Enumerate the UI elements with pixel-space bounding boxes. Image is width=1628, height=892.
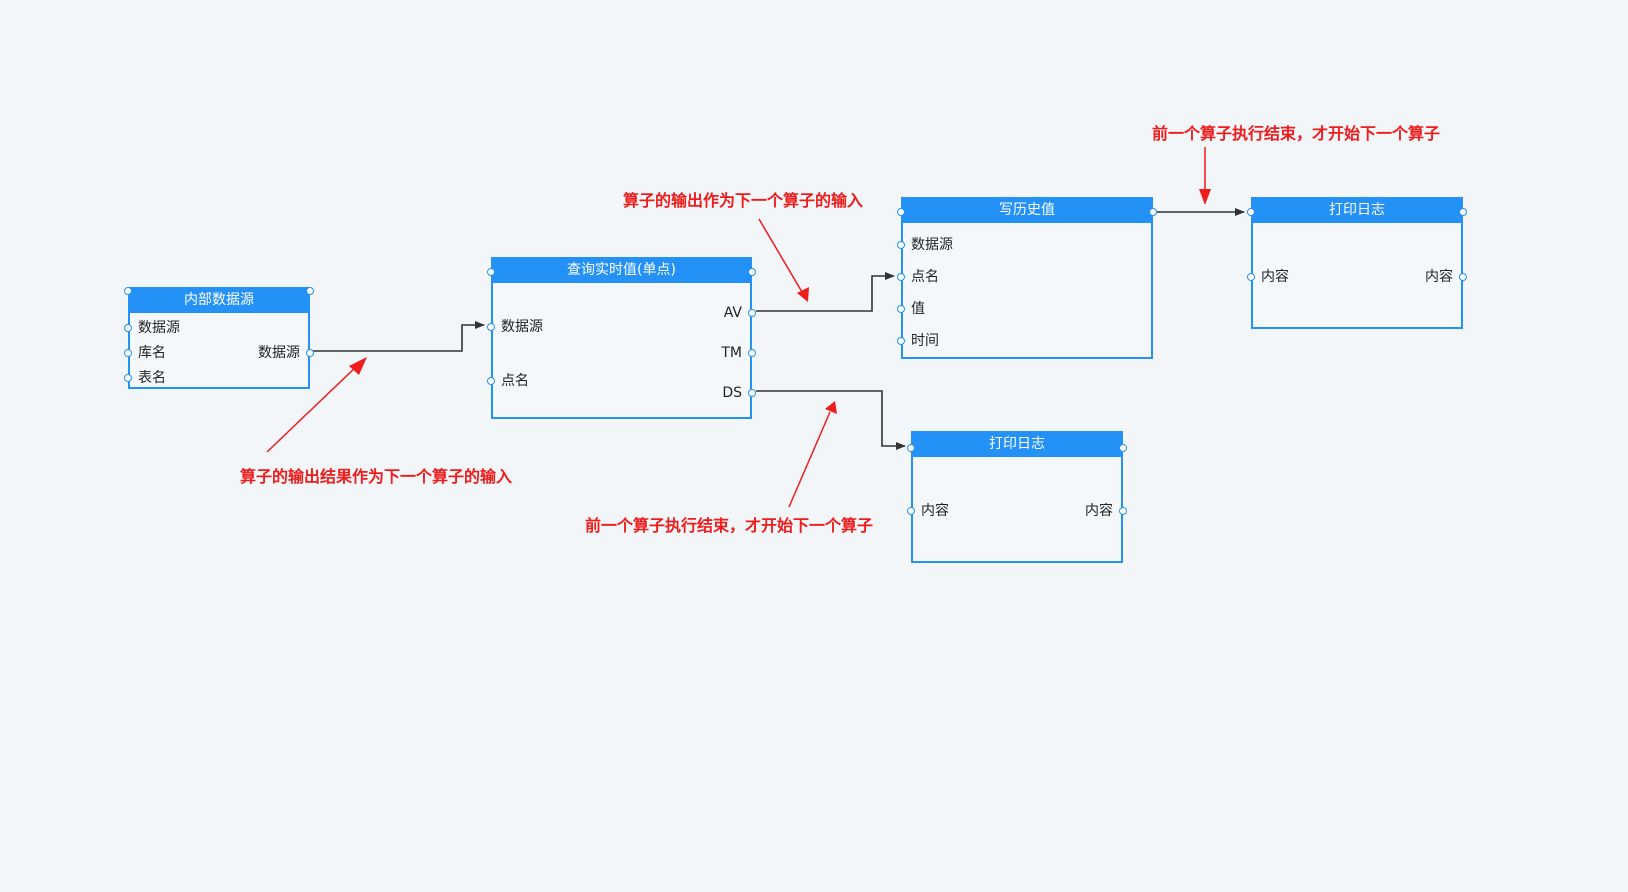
input-port[interactable] [907, 507, 915, 515]
input-port[interactable] [124, 374, 132, 382]
output-port[interactable] [1119, 507, 1127, 515]
input-label: 表名 [138, 370, 166, 386]
output-port-av[interactable] [748, 309, 756, 317]
node-title: 打印日志 [1251, 197, 1463, 223]
input-label: 点名 [911, 269, 939, 285]
node-internal-source[interactable]: 内部数据源 数据源 库名 表名 数据源 [124, 287, 314, 389]
wire-ds-to-print-log[interactable] [756, 390, 906, 450]
output-label-tm: TM [721, 345, 742, 361]
input-label: 值 [911, 301, 925, 317]
output-label-av: AV [723, 305, 742, 321]
annotation-arrow-3 [788, 401, 837, 508]
annotation-output-result: 算子的输出结果作为下一个算子的输入 [240, 467, 513, 486]
annotation-output-input: 算子的输出作为下一个算子的输入 [623, 191, 864, 210]
input-port[interactable] [897, 273, 905, 281]
flow-in-port[interactable] [907, 444, 915, 452]
flow-in-port[interactable] [487, 268, 495, 276]
annotation-prev-finish-bottom: 前一个算子执行结束，才开始下一个算子 [585, 516, 874, 535]
input-port[interactable] [897, 241, 905, 249]
output-label-ds: DS [722, 385, 742, 401]
output-port[interactable] [1459, 273, 1467, 281]
input-label: 数据源 [138, 320, 180, 336]
node-print-log-bottom[interactable]: 打印日志 内容 内容 [907, 431, 1127, 563]
wire-av-to-point-name[interactable] [756, 272, 895, 312]
output-label: 数据源 [258, 345, 300, 361]
output-port-tm[interactable] [748, 349, 756, 357]
node-title: 打印日志 [911, 431, 1123, 457]
output-port-ds[interactable] [748, 389, 756, 397]
flow-out-port[interactable] [1459, 208, 1467, 216]
wire-source-to-query[interactable] [306, 321, 485, 352]
node-query-realtime[interactable]: 查询实时值(单点) 数据源 点名 AV TM DS [487, 257, 756, 419]
input-label: 数据源 [501, 319, 543, 335]
input-port[interactable] [1247, 273, 1255, 281]
input-port[interactable] [897, 337, 905, 345]
flow-in-port[interactable] [1247, 208, 1255, 216]
node-write-history[interactable]: 写历史值 数据源 点名 值 时间 [897, 197, 1157, 359]
node-title: 查询实时值(单点) [491, 257, 752, 283]
input-label: 内容 [1261, 269, 1289, 285]
flow-out-port[interactable] [748, 268, 756, 276]
flow-in-port[interactable] [124, 287, 132, 295]
input-port[interactable] [487, 323, 495, 331]
flow-out-port[interactable] [1149, 208, 1157, 216]
node-title: 写历史值 [901, 197, 1153, 223]
flow-out-port[interactable] [306, 287, 314, 295]
annotation-arrow-1 [266, 357, 367, 453]
input-label: 内容 [921, 503, 949, 519]
input-label: 点名 [501, 373, 529, 389]
node-print-log-top[interactable]: 打印日志 内容 内容 [1247, 197, 1467, 329]
annotation-prev-finish-top: 前一个算子执行结束，才开始下一个算子 [1152, 124, 1441, 143]
input-port[interactable] [124, 349, 132, 357]
output-label: 内容 [1085, 503, 1113, 519]
output-port[interactable] [306, 349, 314, 357]
input-label: 库名 [138, 345, 166, 361]
input-label: 数据源 [911, 237, 953, 253]
input-port[interactable] [487, 377, 495, 385]
output-label: 内容 [1425, 269, 1453, 285]
input-label: 时间 [911, 333, 939, 349]
annotation-arrow-4 [1199, 147, 1211, 205]
annotation-arrow-2 [758, 218, 809, 302]
input-port[interactable] [897, 305, 905, 313]
flow-out-port[interactable] [1119, 444, 1127, 452]
input-port[interactable] [124, 324, 132, 332]
flow-in-port[interactable] [897, 208, 905, 216]
node-title: 内部数据源 [128, 287, 310, 313]
